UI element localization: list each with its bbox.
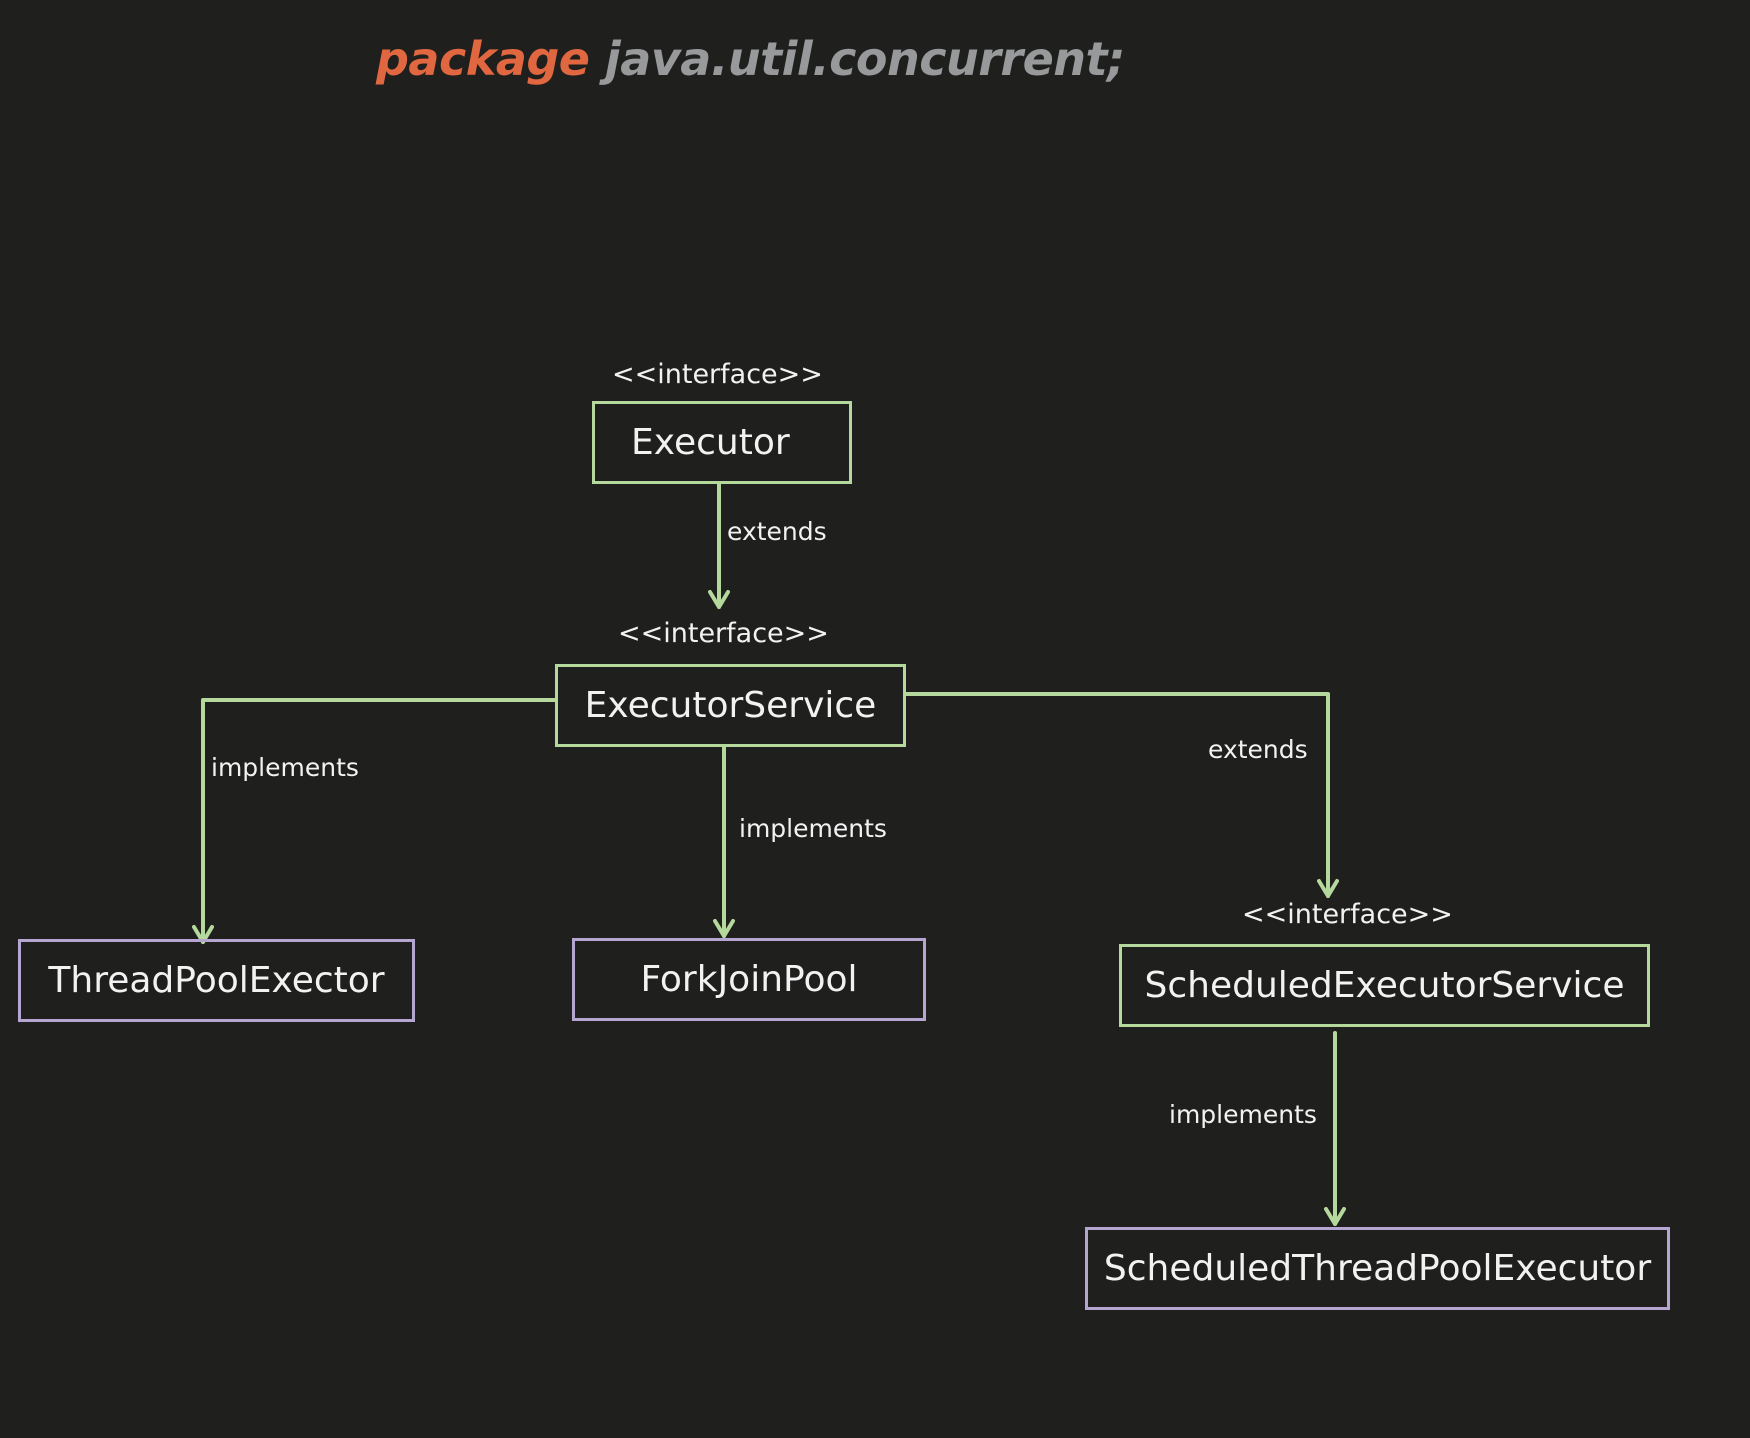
- node-executor-service[interactable]: ExecutorService: [555, 664, 906, 747]
- stereotype-interface: <<interface>>: [612, 359, 823, 390]
- edge-label-implements: implements: [739, 814, 887, 843]
- edge-label-implements: implements: [211, 753, 359, 782]
- package-keyword: package: [376, 32, 590, 86]
- node-label: Executor: [631, 422, 790, 463]
- arrowhead-executor-service: [708, 590, 730, 609]
- arrowhead-scheduled-thread-pool-executor: [1324, 1207, 1346, 1226]
- stereotype-interface: <<interface>>: [1242, 899, 1453, 930]
- edge-executor-service-to-scheduled-executor-service: [904, 692, 1330, 898]
- stereotype-interface: <<interface>>: [618, 618, 829, 649]
- edge-label-extends: extends: [727, 517, 827, 546]
- package-declaration: package java.util.concurrent;: [376, 32, 1125, 86]
- package-name: java.util.concurrent;: [605, 32, 1125, 86]
- node-label: ScheduledExecutorService: [1144, 965, 1625, 1006]
- arrowhead-thread-pool-executor: [192, 925, 214, 944]
- node-scheduled-thread-pool-executor[interactable]: ScheduledThreadPoolExecutor: [1085, 1227, 1670, 1310]
- node-label: ExecutorService: [584, 685, 877, 726]
- edge-label-extends: extends: [1208, 735, 1308, 764]
- node-thread-pool-executor[interactable]: ThreadPoolExector: [18, 939, 415, 1022]
- edge-label-implements: implements: [1169, 1100, 1317, 1129]
- node-label: ScheduledThreadPoolExecutor: [1103, 1248, 1652, 1289]
- node-label: ThreadPoolExector: [48, 960, 385, 1001]
- node-label: ForkJoinPool: [640, 959, 858, 1000]
- arrowhead-fork-join-pool: [713, 919, 735, 938]
- node-executor[interactable]: Executor: [592, 401, 852, 484]
- edge-executor-service-to-thread-pool-executor: [201, 698, 557, 944]
- arrowhead-scheduled-executor-service: [1317, 879, 1339, 898]
- node-fork-join-pool[interactable]: ForkJoinPool: [572, 938, 926, 1021]
- node-scheduled-executor-service[interactable]: ScheduledExecutorService: [1119, 944, 1650, 1027]
